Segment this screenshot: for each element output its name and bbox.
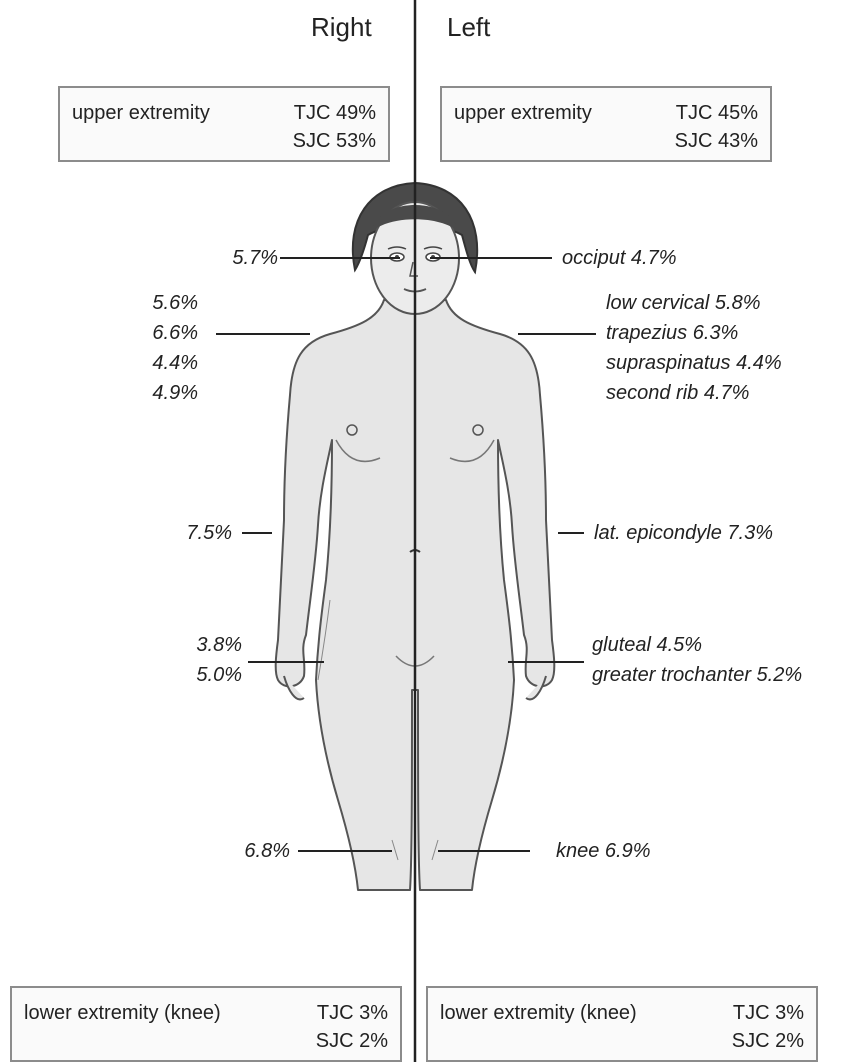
low-cervical-left-label: low cervical 5.8% — [606, 288, 761, 318]
occiput-right-value: 5.7% — [180, 243, 278, 273]
knee-right-value: 6.8% — [192, 836, 290, 866]
right-side-title: Right — [311, 12, 372, 43]
tjc-value: TJC 3% — [733, 1002, 804, 1025]
lat-epicondyle-left-label: lat. epicondyle 7.3% — [594, 518, 773, 548]
sjc-value: SJC 2% — [316, 1030, 388, 1053]
greater-trochanter-left-label: greater trochanter 5.2% — [592, 660, 802, 690]
tjc-value: TJC 3% — [317, 1002, 388, 1025]
gluteal-right-value: 3.8% — [144, 630, 242, 660]
occiput-left-label: occiput 4.7% — [562, 243, 677, 273]
left-side-title: Left — [447, 12, 490, 43]
lat-epicondyle-right-value: 7.5% — [134, 518, 232, 548]
box-label: upper extremity — [454, 102, 592, 125]
second-rib-left-label: second rib 4.7% — [606, 378, 749, 408]
trapezius-right-value: 6.6% — [100, 318, 198, 348]
sjc-value: SJC 2% — [732, 1030, 804, 1053]
sjc-value: SJC 43% — [675, 130, 758, 153]
knee-left-label: knee 6.9% — [556, 836, 651, 866]
tjc-value: TJC 49% — [294, 102, 376, 125]
greater-trochanter-right-value: 5.0% — [144, 660, 242, 690]
box-label: lower extremity (knee) — [440, 1002, 637, 1025]
second-rib-right-value: 4.9% — [100, 378, 198, 408]
lower-extremity-left-box: lower extremity (knee) TJC 3% SJC 2% — [426, 986, 818, 1062]
tjc-value: TJC 45% — [676, 102, 758, 125]
box-label: upper extremity — [72, 102, 210, 125]
upper-extremity-right-box: upper extremity TJC 49% SJC 53% — [58, 86, 390, 162]
supraspinatus-left-label: supraspinatus 4.4% — [606, 348, 782, 378]
sjc-value: SJC 53% — [293, 130, 376, 153]
trapezius-left-label: trapezius 6.3% — [606, 318, 738, 348]
box-label: lower extremity (knee) — [24, 1002, 221, 1025]
upper-extremity-left-box: upper extremity TJC 45% SJC 43% — [440, 86, 772, 162]
gluteal-left-label: gluteal 4.5% — [592, 630, 702, 660]
supraspinatus-right-value: 4.4% — [100, 348, 198, 378]
lower-extremity-right-box: lower extremity (knee) TJC 3% SJC 2% — [10, 986, 402, 1062]
low-cervical-right-value: 5.6% — [100, 288, 198, 318]
